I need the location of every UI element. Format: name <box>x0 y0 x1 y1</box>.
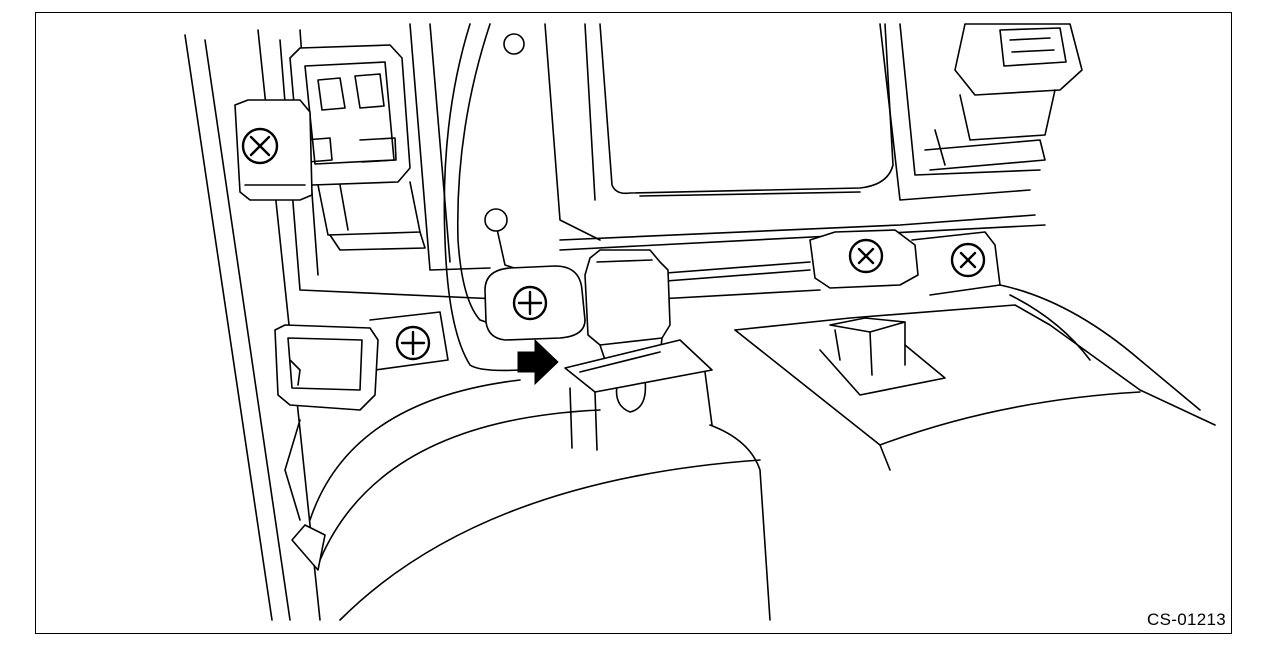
right-tray <box>734 304 1216 471</box>
arrow-right-icon <box>517 338 559 386</box>
screw-boss-right <box>809 229 919 289</box>
switch-module-left <box>289 44 426 251</box>
left-bracket <box>234 99 313 201</box>
switch-module-right <box>924 23 1083 171</box>
screw-icon <box>395 325 431 361</box>
screw-icon <box>241 127 279 165</box>
screw-icon <box>848 238 884 274</box>
screw-boss-center-left <box>484 265 586 341</box>
screw-lower-left <box>369 311 449 371</box>
lower-console <box>284 284 1201 621</box>
target-connector <box>584 249 671 413</box>
screw-icon <box>512 285 548 321</box>
screw-boss-far-right <box>911 231 1001 296</box>
harness-clips <box>484 33 525 232</box>
connector-bracket <box>564 339 713 451</box>
center-bezel <box>279 23 1046 301</box>
left-lower-clip <box>274 324 379 411</box>
screw-icon <box>950 242 986 278</box>
figure-reference-code: CS-01213 <box>1147 610 1226 629</box>
